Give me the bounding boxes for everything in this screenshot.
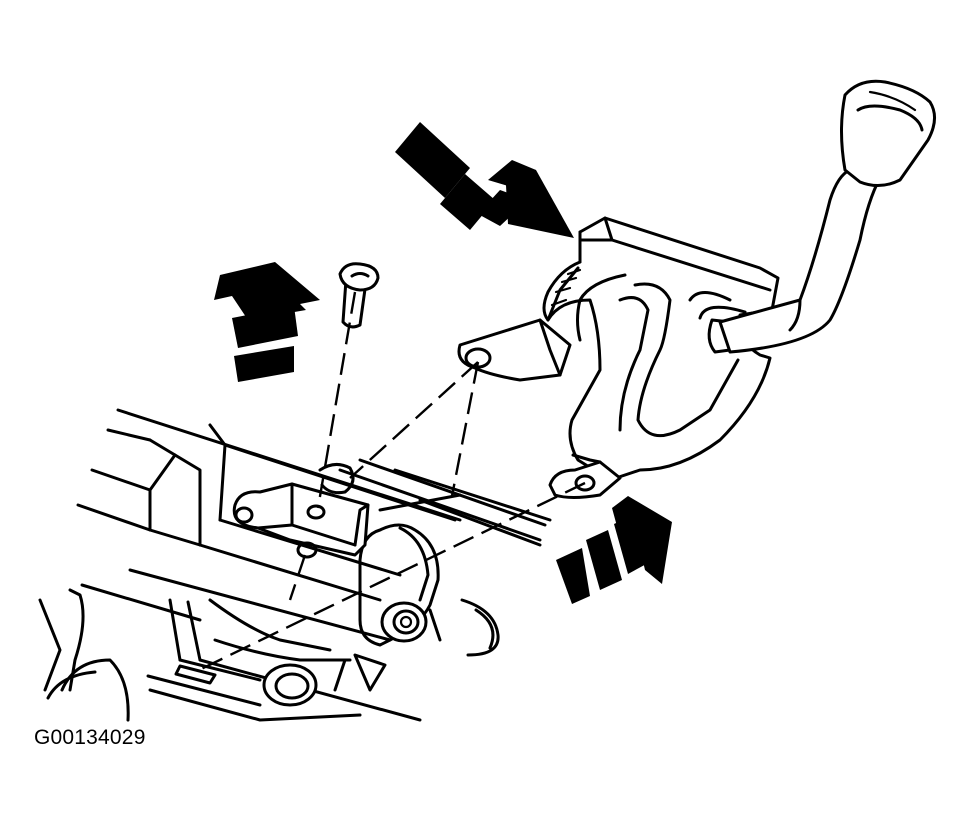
shift-lock-bracket xyxy=(232,463,462,559)
retaining-pin xyxy=(338,262,380,329)
steering-column-housing xyxy=(38,408,552,722)
assembly-guide-lines xyxy=(194,291,586,674)
figure-caption: G00134029 xyxy=(34,726,146,749)
striped-arrow-down-right-icon xyxy=(395,122,574,238)
striped-arrow-up-right-icon xyxy=(556,496,672,604)
striped-arrow-up-icon xyxy=(214,262,320,382)
shift-lever-assembly xyxy=(457,79,936,499)
